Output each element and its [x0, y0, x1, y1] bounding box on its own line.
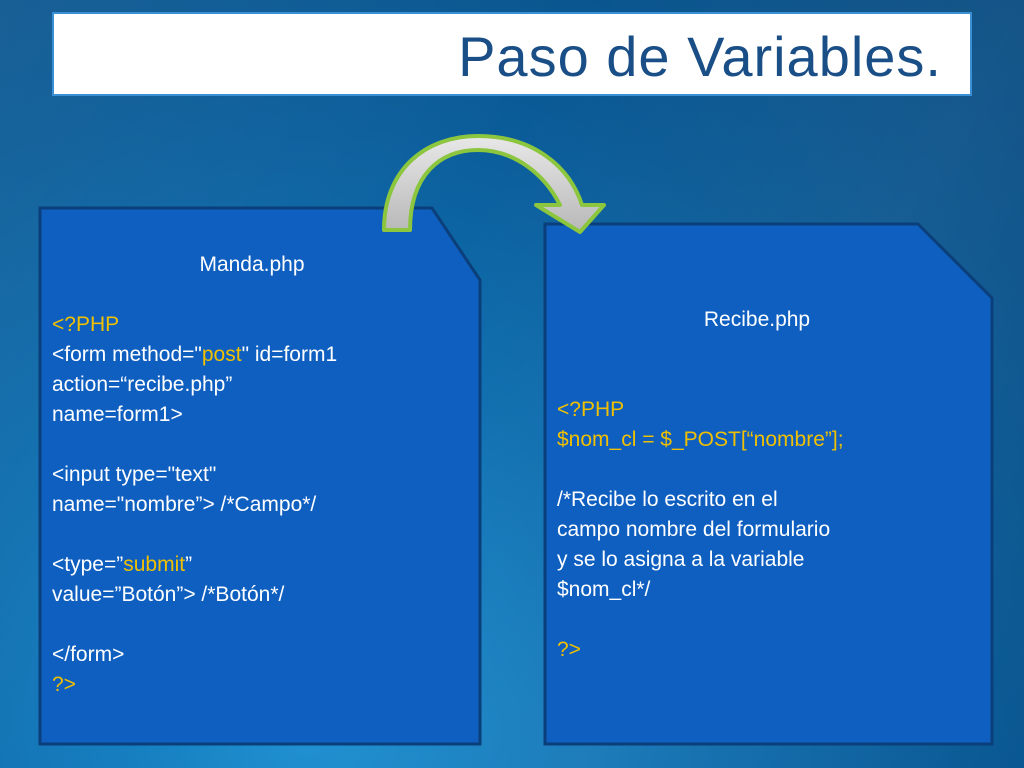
method-keyword: post: [201, 343, 242, 366]
assign-line: $nom_cl = $_POST[“nombre”];: [557, 428, 844, 451]
curved-arrow-icon: [382, 134, 606, 234]
close-form-line: </form>: [52, 643, 125, 666]
right-panel-content: Recibe.php <?PHP $nom_cl = $_POST[“nombr…: [557, 305, 957, 665]
left-filename: Manda.php: [199, 253, 305, 276]
right-filename: Recibe.php: [703, 308, 811, 331]
left-open-tag: <?PHP: [52, 313, 120, 336]
submit-keyword: submit: [123, 553, 186, 576]
name-line: name=form1>: [52, 403, 183, 426]
right-open-tag: <?PHP: [557, 398, 625, 421]
left-panel-content: Manda.php <?PHP <form method="post" id=f…: [52, 250, 452, 700]
right-close-tag: ?>: [557, 638, 581, 661]
action-line: action=“recibe.php”: [52, 373, 233, 396]
left-close-tag: ?>: [52, 673, 76, 696]
comment-line-2: campo nombre del formulario: [557, 518, 831, 541]
input-line-2: name="nombre”> /*Campo*/: [52, 493, 317, 516]
comment-line-4: $nom_cl*/: [557, 578, 651, 601]
value-line: value=”Botón”> /*Botón*/: [52, 583, 285, 606]
page-title: Paso de Variables.: [458, 25, 942, 88]
title-box: Paso de Variables.: [52, 12, 972, 96]
form-line: <form method="post" id=form1: [52, 343, 338, 366]
comment-line-3: y se lo asigna a la variable: [557, 548, 805, 571]
comment-line-1: /*Recibe lo escrito en el: [557, 488, 778, 511]
input-line-1: <input type="text": [52, 463, 217, 486]
type-line: <type=”submit”: [52, 553, 193, 576]
right-document-panel: [543, 222, 994, 746]
left-document-panel: [38, 206, 482, 746]
